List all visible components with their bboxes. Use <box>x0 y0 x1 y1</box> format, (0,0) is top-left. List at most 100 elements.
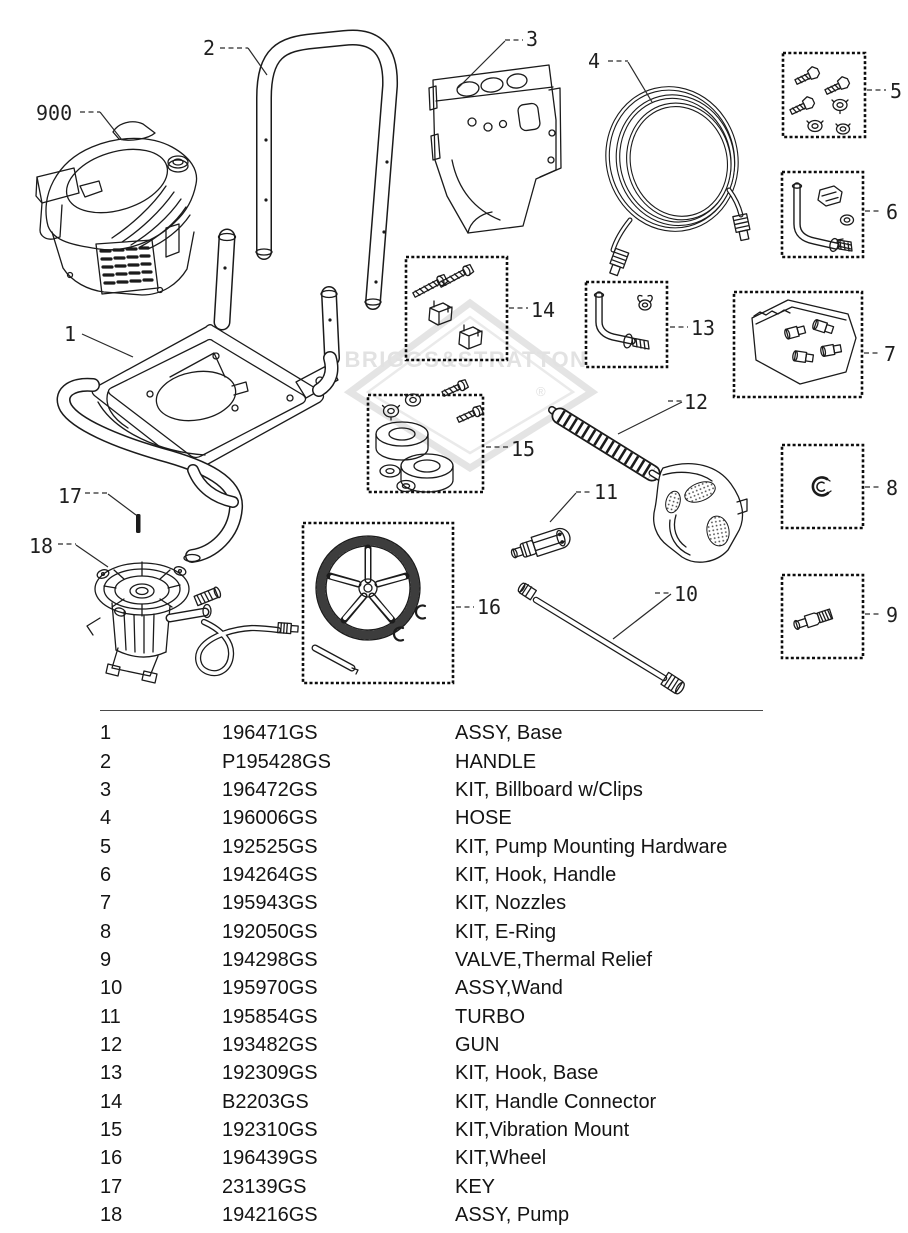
ref-number-cell: 1 <box>100 722 112 745</box>
ref-number-cell: 8 <box>100 920 112 943</box>
ref-number-cell: 4 <box>100 807 112 830</box>
callout-6: 6 <box>886 200 898 224</box>
ref-number-cell: 17 <box>100 1175 123 1198</box>
ref-number-cell: 11 <box>100 1005 121 1028</box>
callout-17: 17 <box>58 484 82 508</box>
ref-number-cell: 5 <box>100 835 112 858</box>
kit-handle-connector-box <box>404 255 509 362</box>
kit-hook-base-box <box>584 280 669 369</box>
part-number-cell: 195854GS <box>222 1005 318 1028</box>
callout-5: 5 <box>890 79 902 103</box>
part-number-cell: 195943GS <box>222 892 318 915</box>
watermark-registered-mark: ® <box>536 384 546 399</box>
table-row: 12 193482GS GUN <box>0 1031 908 1059</box>
table-row: 17 23139GS KEY <box>0 1173 908 1201</box>
table-row: 4 196006GS HOSE <box>0 804 908 832</box>
hose-illustration <box>605 86 751 277</box>
kit-pump-mounting-hardware-box <box>781 51 867 139</box>
kit-wheel-box <box>301 521 455 685</box>
callout-14: 14 <box>531 298 555 322</box>
ref-number-cell: 3 <box>100 778 112 801</box>
callout-10: 10 <box>674 582 698 606</box>
kit-nozzles-box <box>732 290 864 399</box>
callout-12: 12 <box>684 390 708 414</box>
callout-labels: 900 1 2 3 4 5 6 7 8 9 10 11 12 13 14 15 … <box>29 27 902 627</box>
billboard-illustration <box>428 64 562 234</box>
part-number-cell: 192525GS <box>222 835 318 858</box>
ref-number-cell: 13 <box>100 1062 123 1085</box>
callout-900: 900 <box>36 101 72 125</box>
callout-3: 3 <box>526 27 538 51</box>
base-posts <box>219 234 338 359</box>
table-row: 6 194264GS KIT, Hook, Handle <box>0 861 908 889</box>
base-illustration <box>64 324 339 562</box>
callout-1: 1 <box>64 322 76 346</box>
callout-11: 11 <box>594 480 618 504</box>
description-cell: ASSY,Wand <box>455 977 563 1000</box>
ref-number-cell: 7 <box>100 892 112 915</box>
ref-number-cell: 15 <box>100 1118 123 1141</box>
description-cell: KIT,Vibration Mount <box>455 1118 630 1141</box>
table-row: 8 192050GS KIT, E-Ring <box>0 917 908 945</box>
kit-hook-handle-box <box>780 170 865 259</box>
parts-list: 1 196471GS ASSY, Base 2 P195428GS HANDLE… <box>0 710 908 1229</box>
gun-illustration <box>548 406 748 563</box>
part-number-cell: 196471GS <box>222 722 318 745</box>
handle-illustration <box>255 37 390 305</box>
table-row: 16 196439GS KIT,Wheel <box>0 1144 908 1172</box>
description-cell: HOSE <box>455 807 512 830</box>
ref-number-cell: 6 <box>100 863 112 886</box>
part-number-cell: 196006GS <box>222 807 318 830</box>
parts-list-rows: 1 196471GS ASSY, Base 2 P195428GS HANDLE… <box>0 712 908 1229</box>
part-number-cell: 194264GS <box>222 863 318 886</box>
callout-4: 4 <box>588 49 600 73</box>
table-row: 7 195943GS KIT, Nozzles <box>0 889 908 917</box>
table-row: 18 194216GS ASSY, Pump <box>0 1201 908 1229</box>
ref-number-cell: 9 <box>100 948 112 971</box>
description-cell: KIT, E-Ring <box>455 920 557 943</box>
turbo-nozzle-illustration <box>510 527 571 559</box>
ref-number-cell: 14 <box>100 1090 123 1113</box>
briggs-stratton-watermark: BRIGGS&STRATTON ® <box>343 298 599 473</box>
callout-9: 9 <box>886 603 898 627</box>
exploded-parts-diagram: BRIGGS&STRATTON ® <box>29 27 902 695</box>
valve-thermal-relief-box <box>780 573 865 660</box>
callout-8: 8 <box>886 476 898 500</box>
description-cell: TURBO <box>455 1005 525 1028</box>
callout-2: 2 <box>203 36 215 60</box>
pump-illustration <box>86 561 299 684</box>
part-number-cell: 193482GS <box>222 1033 318 1056</box>
callout-16: 16 <box>477 595 501 619</box>
callout-7: 7 <box>884 342 896 366</box>
part-number-cell: 194298GS <box>222 948 318 971</box>
description-cell: GUN <box>455 1033 500 1056</box>
part-number-cell: B2203GS <box>222 1090 309 1113</box>
wand-illustration <box>517 582 685 695</box>
description-cell: VALVE,Thermal Relief <box>455 948 653 971</box>
description-cell: ASSY, Base <box>455 722 563 745</box>
callout-13: 13 <box>691 316 715 340</box>
description-cell: KIT, Billboard w/Clips <box>455 778 643 801</box>
part-number-cell: P195428GS <box>222 750 331 773</box>
engine-illustration <box>35 121 198 296</box>
table-row: 3 196472GS KIT, Billboard w/Clips <box>0 776 908 804</box>
callout-15: 15 <box>511 437 535 461</box>
callout-18: 18 <box>29 534 53 558</box>
table-row: 5 192525GS KIT, Pump Mounting Hardware <box>0 832 908 860</box>
kit-e-ring-box <box>780 443 865 530</box>
part-number-cell: 192310GS <box>222 1118 318 1141</box>
table-row: 11 195854GS TURBO <box>0 1002 908 1030</box>
part-number-cell: 195970GS <box>222 977 318 1000</box>
table-row: 14 B2203GS KIT, Handle Connector <box>0 1087 908 1115</box>
part-number-cell: 192309GS <box>222 1062 318 1085</box>
table-row: 15 192310GS KIT,Vibration Mount <box>0 1116 908 1144</box>
table-row: 9 194298GS VALVE,Thermal Relief <box>0 946 908 974</box>
table-row: 2 P195428GS HANDLE <box>0 747 908 775</box>
description-cell: KEY <box>455 1175 496 1198</box>
ref-number-cell: 2 <box>100 750 112 773</box>
part-number-cell: 196439GS <box>222 1147 318 1170</box>
description-cell: KIT, Hook, Handle <box>455 863 617 886</box>
leader-lines <box>58 39 886 640</box>
description-cell: KIT, Pump Mounting Hardware <box>455 835 728 858</box>
table-row: 1 196471GS ASSY, Base <box>0 719 908 747</box>
